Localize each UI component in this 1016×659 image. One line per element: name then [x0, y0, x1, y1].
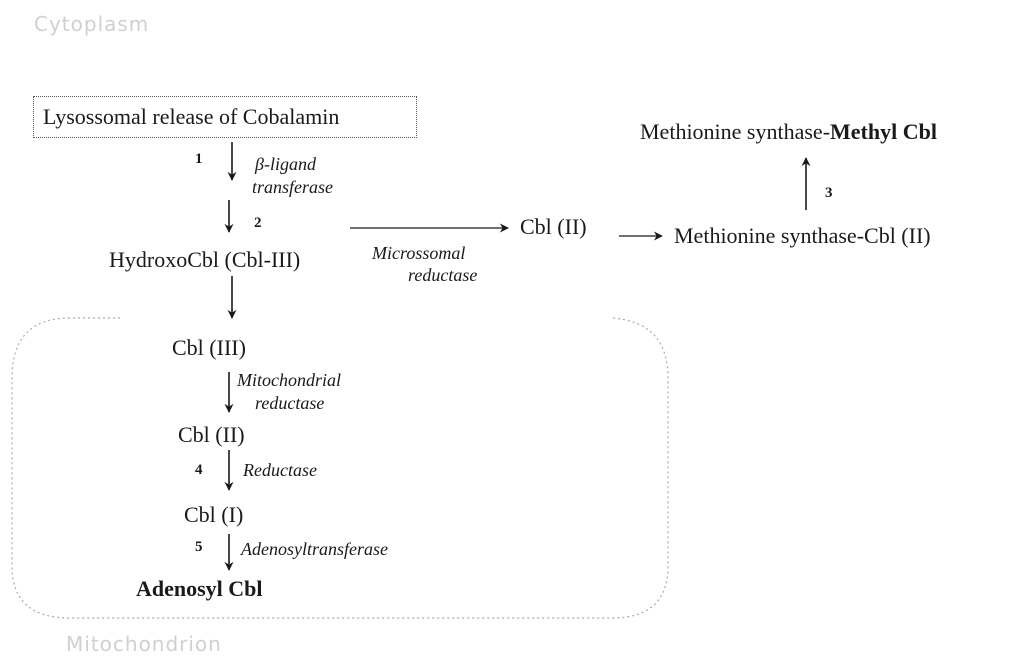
mitochondrion-label: Mitochondrion: [66, 632, 222, 656]
hydroxocbl-label: HydroxoCbl (Cbl-III): [109, 247, 301, 272]
step-1-label: 1: [195, 151, 203, 167]
step-4-label: 4: [195, 462, 203, 478]
cbl-ii-mito-label: Cbl (II): [178, 422, 245, 447]
adenosyl-cbl-label: Adenosyl Cbl: [136, 576, 263, 601]
cbl-iii-mito-label: Cbl (III): [172, 335, 246, 360]
reductase-label: Reductase: [243, 460, 317, 480]
beta-ligand-label: β-ligand: [255, 154, 316, 174]
cbl-i-label: Cbl (I): [184, 502, 244, 527]
methionine-synthase-cbl-ii-label: Methionine synthase-Cbl (II): [674, 223, 931, 248]
step-3-label: 3: [825, 185, 833, 201]
adenosyltransferase-label: Adenosyltransferase: [241, 539, 388, 559]
lysosomal-release-label: Lysossomal release of Cobalamin: [43, 104, 340, 129]
step-5-label: 5: [195, 539, 203, 555]
lysosomal-release-box: [33, 96, 417, 138]
microsomal-label: Microssomal: [372, 243, 466, 263]
cytoplasm-label: Cytoplasm: [34, 12, 150, 36]
mitochondrial-reductase-label: reductase: [255, 393, 325, 413]
cbl-ii-cytoplasm-label: Cbl (II): [520, 214, 587, 239]
step-2-label: 2: [254, 215, 262, 231]
mitochondrial-label: Mitochondrial: [237, 370, 341, 390]
transferase-label: transferase: [252, 177, 333, 197]
methionine-synthase-methyl-cbl-label: Methionine synthase-Methyl Cbl: [640, 119, 937, 144]
microsomal-reductase-label: reductase: [408, 265, 478, 285]
